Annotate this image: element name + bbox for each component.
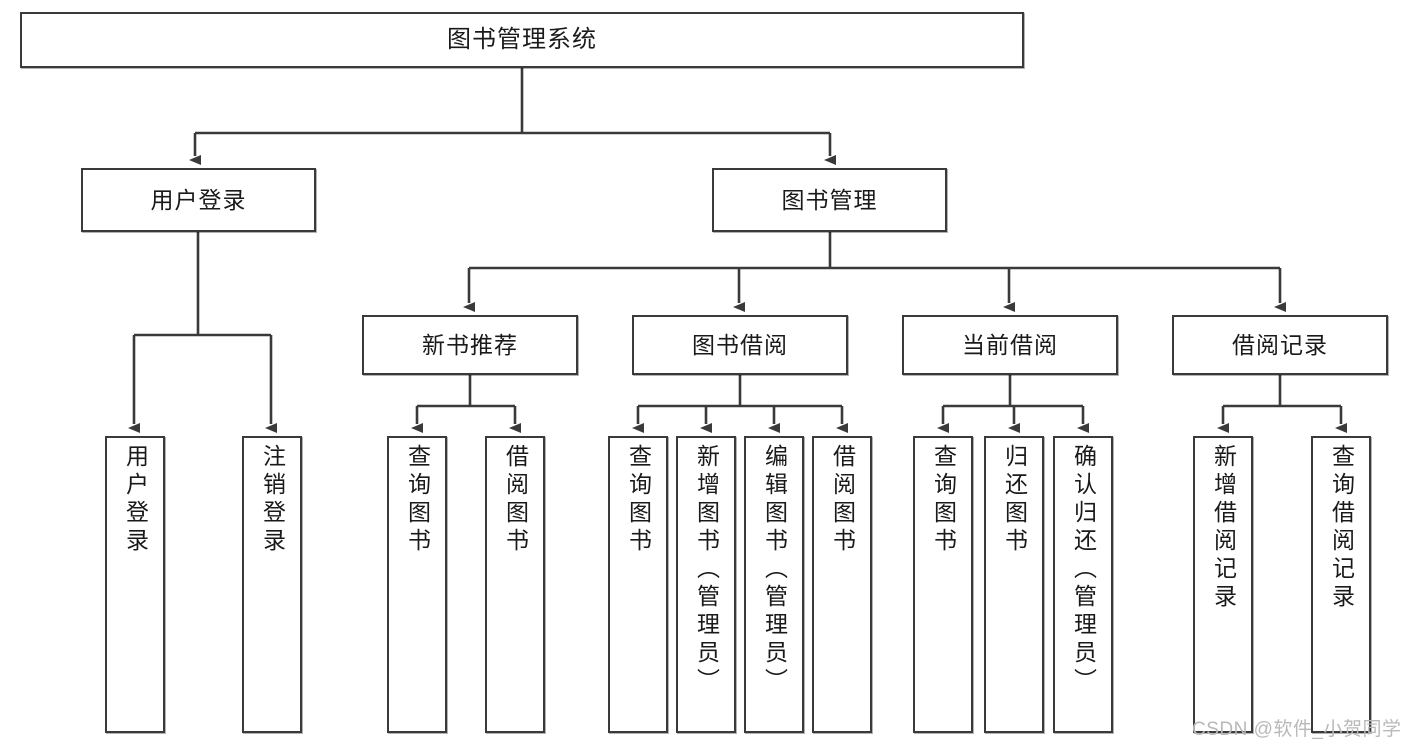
node-user-login[interactable]: 用户登录 (81, 168, 316, 232)
node-book-borrow[interactable]: 图书借阅 (632, 315, 848, 375)
node-leaf-user-logout[interactable]: 注销登录 (242, 436, 302, 733)
node-leaf-query-book-recommend[interactable]: 查询图书 (387, 436, 447, 733)
node-book-manage[interactable]: 图书管理 (712, 168, 947, 232)
node-label: 注销登录 (259, 444, 286, 556)
node-label: 新书推荐 (422, 331, 518, 358)
node-label: 确认归还（管理员） (1070, 444, 1097, 696)
node-label: 编辑图书（管理员） (761, 444, 788, 696)
node-leaf-query-book-borrow[interactable]: 查询图书 (608, 436, 668, 733)
node-leaf-user-login[interactable]: 用户登录 (105, 436, 165, 733)
node-root-system[interactable]: 图书管理系统 (20, 12, 1024, 68)
node-leaf-query-borrow-record[interactable]: 查询借阅记录 (1311, 436, 1371, 733)
node-leaf-return-book[interactable]: 归还图书 (984, 436, 1044, 733)
node-label: 新增借阅记录 (1210, 444, 1237, 612)
node-leaf-borrow-book[interactable]: 借阅图书 (812, 436, 872, 733)
node-label: 用户登录 (122, 444, 149, 556)
node-label: 查询图书 (930, 444, 957, 556)
node-label: 查询借阅记录 (1328, 444, 1355, 612)
node-leaf-edit-book[interactable]: 编辑图书（管理员） (744, 436, 804, 733)
node-label: 用户登录 (150, 186, 247, 213)
node-new-book-recommend[interactable]: 新书推荐 (362, 315, 578, 375)
node-label: 图书管理系统 (447, 26, 597, 53)
node-label: 图书管理 (781, 186, 878, 213)
node-label: 借阅图书 (502, 444, 529, 556)
node-leaf-add-borrow-record[interactable]: 新增借阅记录 (1193, 436, 1253, 733)
node-leaf-borrow-book-recommend[interactable]: 借阅图书 (485, 436, 545, 733)
node-label: 借阅图书 (829, 444, 856, 556)
node-label: 新增图书（管理员） (693, 444, 720, 696)
node-label: 归还图书 (1001, 444, 1028, 556)
node-leaf-confirm-return[interactable]: 确认归还（管理员） (1053, 436, 1113, 733)
node-label: 图书借阅 (692, 331, 788, 358)
node-borrow-record[interactable]: 借阅记录 (1172, 315, 1388, 375)
node-leaf-add-book[interactable]: 新增图书（管理员） (676, 436, 736, 733)
node-leaf-query-book-current[interactable]: 查询图书 (913, 436, 973, 733)
watermark: CSDN @软件_小贺同学 (1192, 719, 1402, 740)
node-label: 当前借阅 (962, 331, 1058, 358)
node-current-borrow[interactable]: 当前借阅 (902, 315, 1118, 375)
node-label: 查询图书 (625, 444, 652, 556)
node-label: 查询图书 (404, 444, 431, 556)
node-label: 借阅记录 (1232, 331, 1328, 358)
